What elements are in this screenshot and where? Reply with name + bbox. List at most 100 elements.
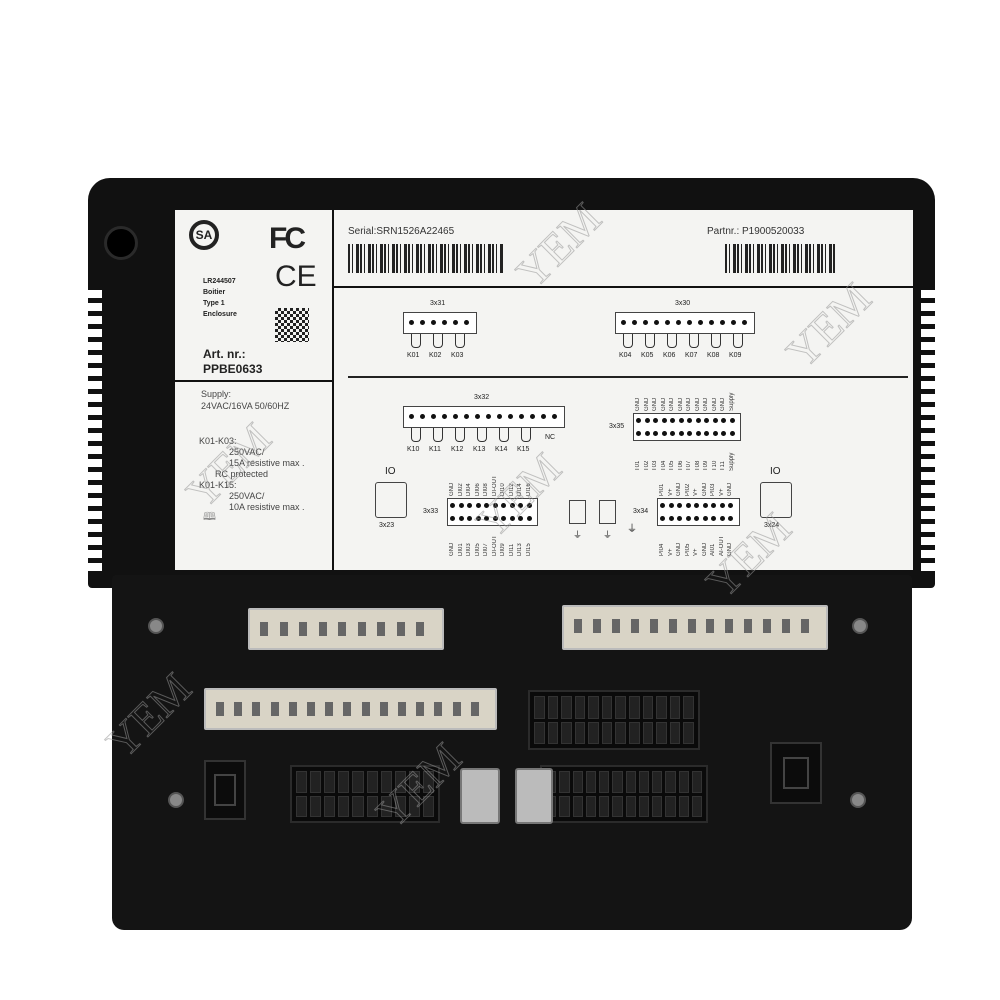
fin (88, 563, 102, 571)
pin-label: Supply (728, 392, 735, 411)
strip-pin (763, 619, 772, 633)
header-cell (366, 771, 378, 793)
header-cell (629, 696, 640, 719)
relay-label: K05 (641, 352, 654, 359)
pin (721, 431, 726, 436)
relay-contact (455, 428, 465, 442)
relay-contact (623, 334, 633, 348)
relay-contact (455, 334, 465, 348)
pin (644, 431, 650, 436)
connector-name: 3x35 (609, 423, 625, 430)
fin (921, 472, 935, 480)
header-cell (683, 721, 694, 744)
divider (175, 380, 334, 382)
pin (509, 503, 515, 508)
pin-label: DI06 (474, 483, 481, 496)
pin (530, 414, 535, 419)
pin (541, 414, 546, 419)
fin (88, 511, 102, 519)
strip-pin (782, 619, 791, 633)
header-cell (572, 771, 583, 793)
pin (475, 414, 480, 419)
rating: 10A resistive max . (229, 502, 305, 512)
cert-info: LR244507 Boitier Type 1 Enclosure (203, 276, 237, 320)
fin (921, 342, 935, 350)
supply-title: Supply: (201, 389, 232, 399)
cert-number: LR244507 (203, 278, 236, 285)
pin-label: V+ (718, 488, 725, 496)
part-number: Partnr.: P1900520033 (707, 226, 805, 237)
ground-icon: ⏚ (603, 530, 613, 540)
pin-label: Supply (728, 452, 735, 471)
pin-label: GND (676, 482, 682, 496)
relay-contact (733, 334, 743, 348)
header-cell (642, 696, 654, 719)
fin (88, 368, 102, 376)
relay-label: K09 (729, 352, 742, 359)
pin (665, 320, 670, 325)
fin (921, 290, 935, 298)
relay-label: K08 (707, 352, 720, 359)
fin (88, 524, 102, 532)
header-cell (625, 795, 636, 817)
pin (636, 418, 641, 423)
art-number-title: Art. nr.: (203, 347, 246, 361)
pin (685, 503, 691, 508)
pin (670, 418, 675, 423)
header-cell (380, 795, 392, 817)
strip-pin (270, 702, 279, 716)
pin (678, 418, 684, 423)
divider (334, 286, 919, 288)
connector-name: 3x23 (379, 522, 395, 529)
terminal-strip-connector (562, 605, 828, 650)
header-cell (574, 696, 586, 719)
screw (852, 618, 868, 634)
pin (420, 320, 425, 325)
strip-pin (398, 702, 406, 716)
type-text: Type 1 (203, 300, 225, 307)
header-cell (669, 696, 681, 719)
relay-label: K11 (429, 446, 441, 453)
pin-label: AI01 (710, 543, 716, 556)
header-cell (599, 795, 610, 817)
fin (921, 329, 935, 337)
pin (660, 516, 665, 521)
fin (921, 550, 935, 558)
pin (420, 414, 425, 419)
relay-label: K07 (685, 352, 698, 359)
ground-terminal-symbol (569, 500, 586, 524)
header-cell (572, 795, 583, 817)
connector-name: 3x32 (474, 394, 490, 401)
pin (654, 320, 659, 325)
header-cell (366, 795, 378, 817)
pin (501, 503, 506, 508)
pin-label: DI04 (466, 483, 472, 496)
ce-logo: CE (275, 260, 317, 293)
relay-label: K15 (517, 446, 530, 453)
relay-contact (645, 334, 655, 348)
fin (88, 329, 102, 337)
header-cell (547, 696, 559, 719)
header-cell (408, 795, 420, 817)
screw (850, 792, 866, 808)
fin (88, 472, 102, 480)
header-cell (652, 771, 663, 793)
header-cell (534, 696, 545, 719)
strip-pin (706, 619, 715, 633)
relay-label: K13 (473, 446, 486, 453)
pin (508, 414, 513, 419)
pin-label: GND (727, 542, 733, 556)
strip-pin (611, 619, 620, 633)
pin-header (633, 413, 741, 441)
strip-pin (725, 619, 734, 633)
io-title: IO (770, 466, 781, 477)
pin (636, 431, 641, 436)
strip-pin (252, 702, 261, 716)
header-cell (656, 721, 667, 744)
header-cell (642, 721, 654, 744)
ground-icon: ⏚ (573, 530, 583, 540)
relay-contact (433, 428, 443, 442)
pin-label: GND (686, 397, 692, 411)
pin-label: DI08 (483, 483, 489, 496)
pin (653, 418, 658, 423)
